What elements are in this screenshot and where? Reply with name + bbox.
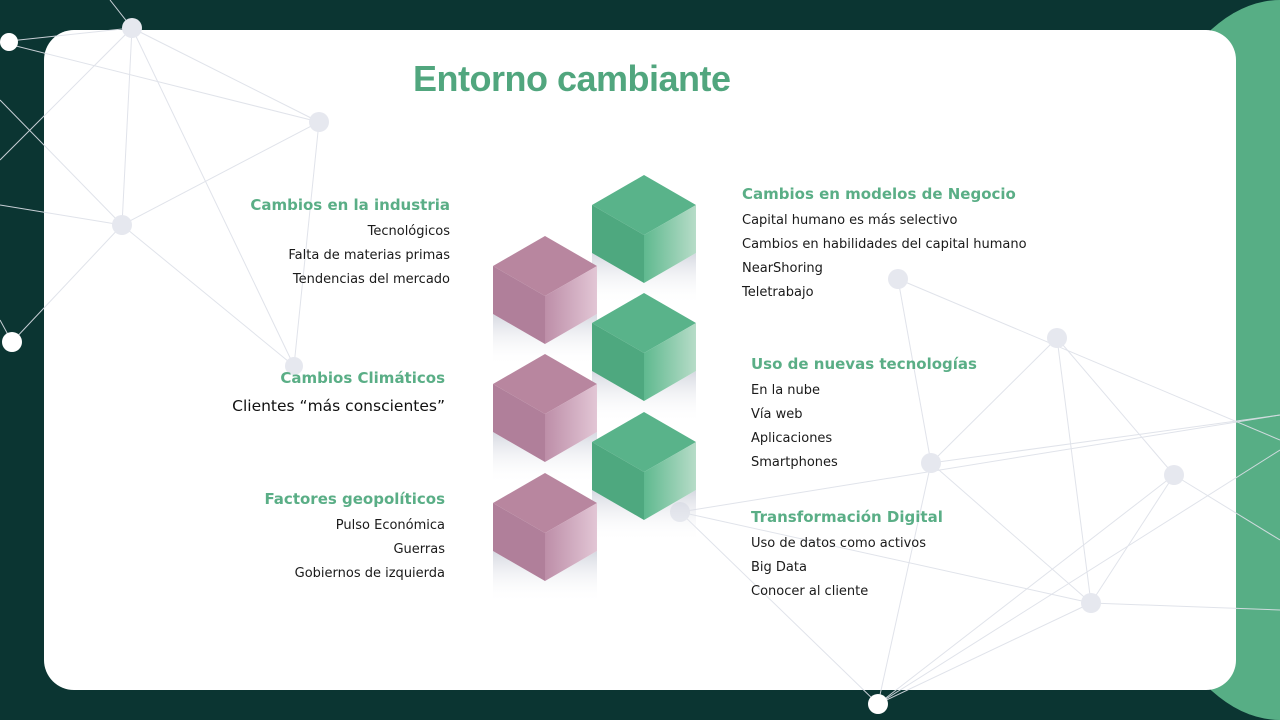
list-item: En la nube bbox=[751, 383, 821, 398]
list-item: Gobiernos de izquierda bbox=[294, 566, 445, 581]
cube-left-face bbox=[592, 205, 644, 283]
list-item: Falta de materias primas bbox=[288, 248, 450, 263]
slide-title: Entorno cambiante bbox=[413, 58, 731, 99]
pink-cube bbox=[493, 236, 597, 366]
cube-right-face bbox=[545, 503, 597, 581]
group-heading: Transformación Digital bbox=[751, 508, 943, 526]
list-item: Vía web bbox=[751, 407, 803, 422]
list-item: Uso de datos como activos bbox=[751, 536, 927, 551]
list-item: Pulso Económica bbox=[335, 518, 445, 533]
group-cambios-climaticos: Cambios Climáticos Clientes “más conscie… bbox=[232, 369, 445, 421]
cube-left-face bbox=[493, 503, 545, 581]
group-nuevas-tecnologias: Uso de nuevas tecnologías En la nube Vía… bbox=[751, 355, 977, 479]
list-item: Teletrabajo bbox=[742, 285, 814, 300]
group-heading: Uso de nuevas tecnologías bbox=[751, 355, 977, 373]
cube-left-face bbox=[493, 384, 545, 462]
cube-left-face bbox=[592, 323, 644, 401]
group-cambios-industria: Cambios en la industria Tecnológicos Fal… bbox=[250, 196, 450, 296]
group-heading: Cambios en la industria bbox=[250, 196, 450, 214]
cube-right-face bbox=[644, 205, 696, 283]
cube-left-face bbox=[493, 266, 545, 344]
list-item: Clientes “más conscientes” bbox=[232, 397, 445, 415]
group-heading: Cambios Climáticos bbox=[280, 369, 445, 387]
cube-shadow bbox=[592, 253, 696, 305]
group-heading: Cambios en modelos de Negocio bbox=[742, 185, 1016, 203]
group-modelos-negocio: Cambios en modelos de Negocio Capital hu… bbox=[742, 185, 1027, 309]
list-item: Big Data bbox=[751, 560, 807, 575]
list-item: Aplicaciones bbox=[751, 431, 833, 446]
cube-right-face bbox=[545, 384, 597, 462]
green-cube bbox=[592, 293, 696, 423]
list-item: Conocer al cliente bbox=[751, 584, 869, 599]
cube-shadow bbox=[592, 490, 696, 542]
list-item: Smartphones bbox=[751, 455, 838, 470]
cube-shadow bbox=[493, 432, 597, 484]
cube-right-face bbox=[644, 442, 696, 520]
green-cube bbox=[592, 175, 696, 305]
list-item: Guerras bbox=[393, 542, 445, 557]
cube-shadow bbox=[493, 551, 597, 603]
group-factores-geopoliticos: Factores geopolíticos Pulso Económica Gu… bbox=[264, 490, 445, 590]
group-transformacion-digital: Transformación Digital Uso de datos como… bbox=[751, 508, 943, 608]
list-item: Capital humano es más selectivo bbox=[742, 213, 958, 228]
list-item: Tendencias del mercado bbox=[292, 272, 450, 287]
group-heading: Factores geopolíticos bbox=[264, 490, 445, 508]
pink-cube bbox=[493, 354, 597, 484]
cube-left-face bbox=[592, 442, 644, 520]
cube-shadow bbox=[493, 314, 597, 366]
green-cube bbox=[592, 412, 696, 542]
list-item: Cambios en habilidades del capital human… bbox=[742, 237, 1027, 252]
cube-shadow bbox=[592, 371, 696, 423]
list-item: NearShoring bbox=[742, 261, 823, 276]
list-item: Tecnológicos bbox=[367, 224, 450, 239]
cube-right-face bbox=[545, 266, 597, 344]
pink-cube bbox=[493, 473, 597, 603]
cube-right-face bbox=[644, 323, 696, 401]
